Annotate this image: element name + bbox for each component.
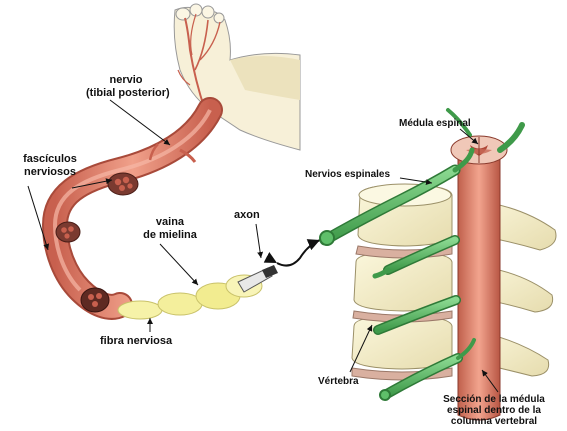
label-medula: Médula espinal bbox=[399, 117, 471, 130]
nerve-fiber bbox=[118, 265, 278, 319]
label-fibra: fibra nerviosa bbox=[100, 335, 172, 348]
fascicle-section-1 bbox=[108, 173, 138, 195]
link-arrow bbox=[277, 240, 320, 266]
fascicle-section-3 bbox=[81, 288, 109, 312]
label-nervio: nervio (tibial posterior) bbox=[86, 74, 166, 100]
spinal-cord bbox=[451, 136, 507, 420]
label-seccion: Sección de la médula espinal dentro de l… bbox=[424, 394, 564, 427]
spinal-nerve-end-2 bbox=[380, 390, 390, 400]
label-axon: axon bbox=[234, 209, 260, 222]
fascicle-section-2 bbox=[56, 222, 80, 242]
spinal-nerve-cut-end bbox=[320, 231, 334, 245]
label-vaina: vaina de mielina bbox=[130, 216, 210, 242]
label-nervios-espinales: Nervios espinales bbox=[305, 168, 390, 181]
label-fasciculos: fascículos nerviosos bbox=[10, 153, 90, 179]
tibial-nerve bbox=[55, 110, 210, 307]
label-vertebra: Vértebra bbox=[318, 375, 359, 388]
